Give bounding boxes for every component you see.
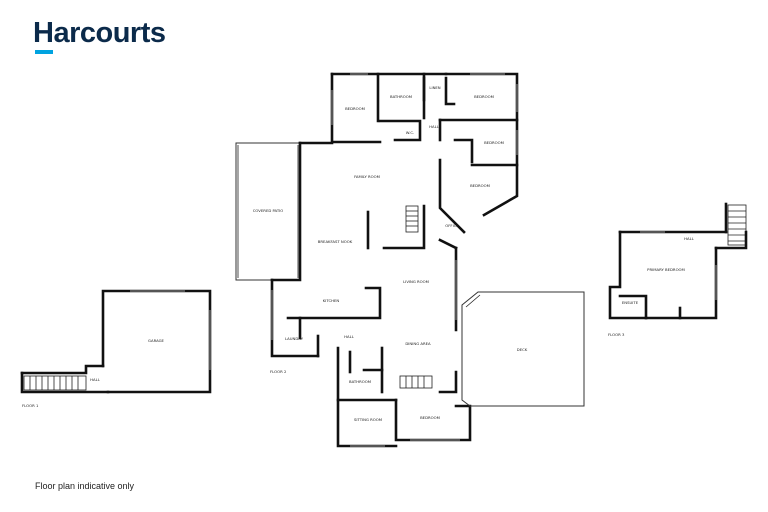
room-label-ensuite: ENSUITE bbox=[622, 300, 639, 305]
room-label-bathroom-lower: BATHROOM bbox=[349, 379, 371, 384]
room-label-living-room: LIVING ROOM bbox=[403, 279, 429, 284]
room-label-bathroom: BATHROOM bbox=[390, 94, 412, 99]
room-label-linen: LINEN bbox=[429, 85, 440, 90]
room-label-deck: DECK bbox=[517, 347, 528, 352]
logo-accent-bar bbox=[35, 50, 53, 54]
floor-label-1: FLOOR 1 bbox=[22, 403, 39, 408]
floor-2-plan: COVERED PATIO bbox=[235, 72, 585, 448]
logo-wordmark: Harcourts bbox=[33, 17, 166, 49]
covered-patio-outline bbox=[235, 142, 300, 281]
room-label-primary-bedroom: PRIMARY BEDROOM bbox=[647, 267, 685, 272]
room-label-breakfast-nook: BREAKFAST NOOK bbox=[318, 239, 353, 244]
room-label-bedroom-ne: BEDROOM bbox=[474, 94, 494, 99]
room-label-garage: GARAGE bbox=[148, 338, 164, 343]
room-label-sitting-room: SITTING ROOM bbox=[354, 417, 382, 422]
floor-2-stairs-upper bbox=[405, 205, 419, 233]
floor-label-3: FLOOR 3 bbox=[608, 332, 625, 337]
disclaimer-text: Floor plan indicative only bbox=[35, 481, 135, 491]
floor-3-plan: HALL PRIMARY BEDROOM ENSUITE FLOOR 3 bbox=[608, 202, 748, 337]
floor-2-stairs-lower bbox=[399, 375, 433, 389]
floor-label-2: FLOOR 2 bbox=[270, 369, 287, 374]
room-label-hall-north: HALL bbox=[429, 124, 440, 129]
floor-1-plan: GARAGE HALL FLOOR 1 bbox=[20, 289, 212, 408]
room-label-bedroom-nw: BEDROOM bbox=[345, 106, 365, 111]
room-label-covered-patio: COVERED PATIO bbox=[253, 208, 284, 213]
room-label-hall-floor3: HALL bbox=[684, 236, 695, 241]
room-label-bedroom-se: BEDROOM bbox=[470, 183, 490, 188]
room-label-bedroom-e: BEDROOM bbox=[484, 140, 504, 145]
room-label-wc: W.C. bbox=[406, 130, 414, 135]
room-label-laundry: LAUNDRY bbox=[285, 336, 304, 341]
floor-3-stairs bbox=[727, 204, 747, 246]
room-label-bedroom-lower: BEDROOM bbox=[420, 415, 440, 420]
floor-1-stairs bbox=[23, 375, 87, 391]
room-label-kitchen: KITCHEN bbox=[323, 298, 340, 303]
room-label-hall-mid: HALL bbox=[344, 334, 355, 339]
room-label-family-room: FAMILY ROOM bbox=[354, 174, 380, 179]
harcourts-logo: Harcourts bbox=[33, 16, 193, 56]
room-label-office: OFFICE bbox=[445, 223, 459, 228]
room-label-dining-area: DINING AREA bbox=[405, 341, 431, 346]
room-label-hall-floor1: HALL bbox=[90, 377, 101, 382]
